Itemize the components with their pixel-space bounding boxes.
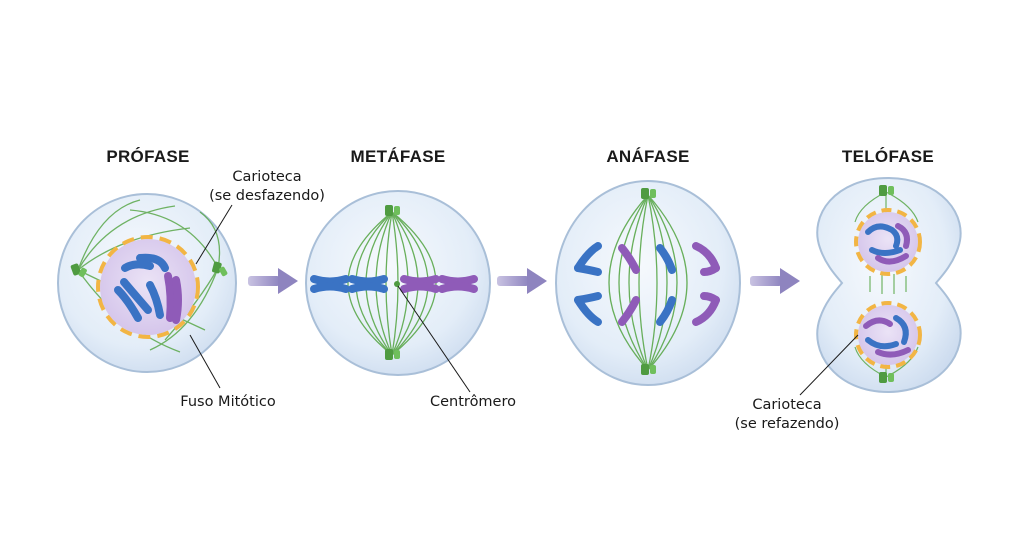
label-carioteca-refazendo-line1: Carioteca [752, 397, 822, 413]
anaphase-centrosome-top [641, 188, 656, 199]
telophase-envelope-bottom [854, 301, 922, 369]
phase-title-prophase: PRÓFASE [106, 147, 190, 166]
centromero-leader [397, 285, 471, 393]
metaphase-centrosome-bottom [385, 349, 400, 360]
telophase-cell [799, 176, 962, 396]
anaphase-centrosome-bottom [641, 364, 656, 375]
arrow-1 [248, 268, 298, 294]
phase-title-metaphase: METÁFASE [350, 147, 446, 166]
prophase-nuclear-envelope [96, 235, 200, 339]
arrow-3 [750, 268, 800, 294]
anaphase-cell [555, 180, 741, 386]
metaphase-centrosome-top [385, 205, 400, 216]
fuso-leader [189, 334, 221, 389]
carioteca-leader-telophase [799, 334, 859, 396]
telophase-chromosomes [863, 223, 911, 358]
label-carioteca-refazendo-line2: (se refazendo) [734, 416, 840, 432]
telophase-centrosome-top [879, 185, 894, 196]
arrow-2 [497, 268, 547, 294]
anaphase-spindle [608, 194, 688, 371]
label-carioteca-desfazendo: Carioteca (se desfazendo) [202, 168, 332, 206]
telophase-envelope-top [854, 208, 922, 276]
label-carioteca-refazendo: Carioteca (se refazendo) [724, 396, 850, 434]
phase-title-telophase: TELÓFASE [841, 147, 935, 166]
label-fuso-mitotico: Fuso Mitótico [180, 394, 276, 410]
metaphase-cell [305, 190, 491, 393]
prophase-centrosome-right [212, 261, 228, 277]
prophase-centrosome-left [70, 263, 87, 278]
prophase-chromosomes [114, 253, 182, 324]
label-centromero: Centrômero [430, 394, 516, 410]
telophase-centrosome-bottom [879, 372, 894, 383]
anaphase-chromosomes [574, 242, 720, 326]
label-carioteca-desfazendo-line2: (se desfazendo) [209, 188, 325, 204]
centromere-dot [394, 281, 400, 287]
prophase-cell [57, 193, 237, 389]
metaphase-chromosomes [310, 275, 478, 293]
label-carioteca-desfazendo-line1: Carioteca [232, 169, 302, 185]
phase-title-anaphase: ANÁFASE [606, 147, 690, 166]
carioteca-leader-prophase [195, 204, 233, 265]
